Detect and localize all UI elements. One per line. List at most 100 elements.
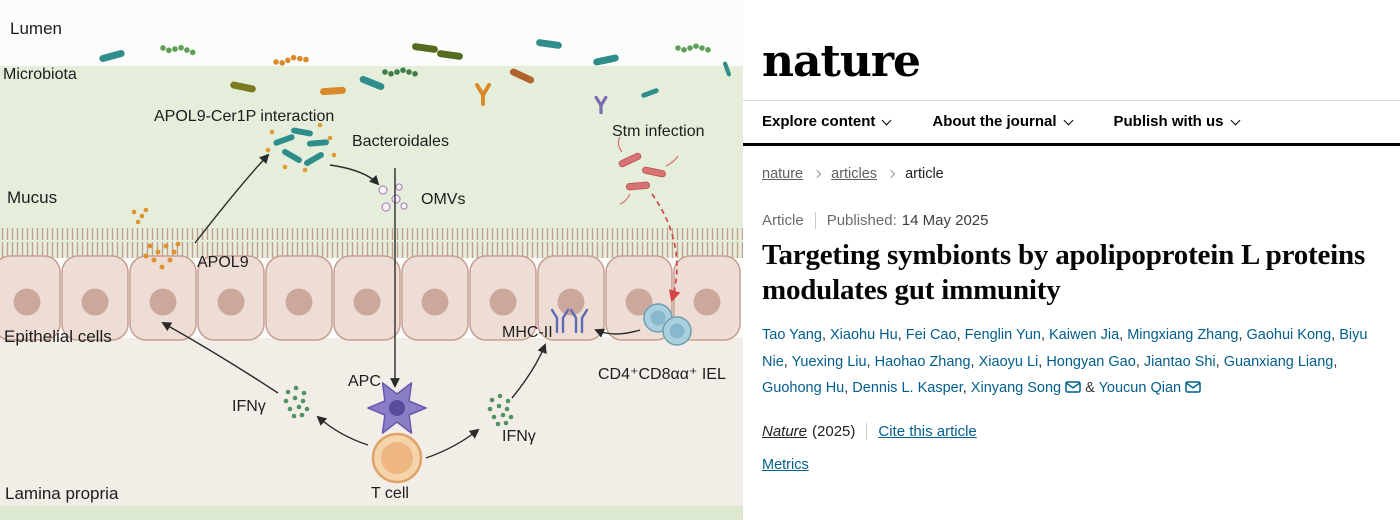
label-epithelial-cells: Epithelial cells <box>4 327 112 346</box>
label-omvs: OMVs <box>421 191 466 208</box>
author-link[interactable]: Fei Cao <box>905 326 957 343</box>
article-meta: Article Published: 14 May 2025 <box>762 212 1376 229</box>
label-ifng-right: IFNγ <box>502 428 536 445</box>
email-icon[interactable] <box>1065 381 1081 394</box>
nav-label: Publish with us <box>1113 113 1224 130</box>
label-lamina-propria: Lamina propria <box>5 484 119 503</box>
nav-publish-with-us[interactable]: Publish with us <box>1113 113 1240 130</box>
nav-label: About the journal <box>932 113 1057 130</box>
breadcrumb-article: article <box>905 166 944 182</box>
iel-cells <box>643 303 692 346</box>
author-separator: , <box>866 353 875 370</box>
author-separator: , <box>970 353 979 370</box>
author-link[interactable]: Haohao Zhang <box>874 353 971 370</box>
nav-divider <box>743 143 1400 146</box>
label-bacteroidales: Bacteroidales <box>352 133 449 150</box>
author-list: Tao Yang, Xiaohu Hu, Fei Cao, Fenglin Yu… <box>762 322 1376 402</box>
author-separator: , <box>1135 353 1144 370</box>
pathway-arrows <box>161 153 641 459</box>
label-microbiota: Microbiota <box>3 66 77 83</box>
ifng-dots-right <box>487 393 514 427</box>
chevron-right-icon <box>886 169 896 179</box>
breadcrumb: nature articles article <box>762 166 1376 182</box>
metrics-link[interactable]: Metrics <box>762 457 809 474</box>
author-link[interactable]: Youcun Qian <box>1098 380 1182 397</box>
author-separator: , <box>821 326 830 343</box>
mhc2-receptor-icons <box>550 308 589 334</box>
label-apc: APC <box>348 373 381 390</box>
apol9-dots <box>131 207 181 270</box>
chevron-down-icon <box>1230 115 1240 125</box>
author-link[interactable]: Guanxiang Liang <box>1223 353 1334 370</box>
author-separator: , <box>1331 326 1340 343</box>
nav-about-journal[interactable]: About the journal <box>932 113 1073 130</box>
author-link[interactable]: Biyu Nie <box>762 326 1368 370</box>
header-divider <box>743 100 1400 101</box>
author-separator: & <box>1081 380 1099 397</box>
published-date: 14 May 2025 <box>901 212 989 229</box>
nav-label: Explore content <box>762 113 876 130</box>
author-link[interactable]: Xiaoyu Li <box>978 353 1039 370</box>
epithelial-nuclei <box>13 288 721 316</box>
nav-explore-content[interactable]: Explore content <box>762 113 892 130</box>
author-link[interactable]: Gaohui Kong <box>1246 326 1332 343</box>
figure-illustration <box>0 38 743 520</box>
label-stm-infection: Stm infection <box>612 123 705 140</box>
breadcrumb-articles[interactable]: articles <box>831 166 878 182</box>
author-separator: , <box>956 326 965 343</box>
citation-divider <box>866 423 868 441</box>
publication-year: (2025) <box>812 423 856 441</box>
article-page: nature Explore content About the journal… <box>743 0 1400 520</box>
author-link[interactable]: Yuexing Liu <box>791 353 867 370</box>
stm-infection-arrow <box>651 193 681 303</box>
article-title: Targeting symbionts by apolipoprotein L … <box>762 239 1366 307</box>
author-link[interactable]: Hongyan Gao <box>1046 353 1136 370</box>
chevron-down-icon <box>1063 115 1073 125</box>
author-link[interactable]: Fenglin Yun <box>964 326 1041 343</box>
published-label: Published: <box>826 212 897 229</box>
label-mucus: Mucus <box>7 188 58 207</box>
meta-divider <box>814 212 816 229</box>
citation-row: Nature (2025) Cite this article <box>762 423 1376 441</box>
apc-cell <box>367 382 427 434</box>
author-link[interactable]: Kaiwen Jia <box>1049 326 1120 343</box>
chevron-down-icon <box>881 115 892 125</box>
article-content: nature articles article Article Publishe… <box>743 146 1400 473</box>
author-separator: , <box>1238 326 1247 343</box>
label-apol9: APOL9 <box>197 254 249 271</box>
chevron-right-icon <box>812 169 822 179</box>
author-separator: , <box>1038 353 1047 370</box>
author-separator: , <box>962 380 971 397</box>
label-ifng-left: IFNγ <box>232 398 266 415</box>
article-type: Article <box>762 212 804 229</box>
omv-vesicles <box>378 183 408 212</box>
main-nav: Explore content About the journal Publis… <box>743 101 1400 143</box>
author-separator: , <box>844 380 853 397</box>
breadcrumb-nature[interactable]: nature <box>762 166 804 182</box>
author-link[interactable]: Xinyang Song <box>970 380 1062 397</box>
metrics-row: Metrics <box>762 457 1376 473</box>
author-separator: , <box>897 326 906 343</box>
bacteroidales-cluster <box>265 122 337 173</box>
label-mhc2: MHC-II <box>502 324 553 341</box>
label-lumen: Lumen <box>10 19 62 38</box>
journal-link[interactable]: Nature <box>762 423 808 441</box>
author-link[interactable]: Guohong Hu <box>762 380 845 397</box>
stm-bacteria <box>617 136 679 205</box>
ifng-dots-left <box>283 385 310 419</box>
author-link[interactable]: Dennis L. Kasper <box>852 380 963 397</box>
email-icon[interactable] <box>1185 381 1201 394</box>
nature-logo[interactable]: nature <box>762 36 921 87</box>
t-cell <box>371 432 423 484</box>
author-link[interactable]: Mingxiang Zhang <box>1127 326 1239 343</box>
label-apol9-cer1p: APOL9-Cer1P interaction <box>154 108 335 125</box>
label-t-cell: T cell <box>371 485 409 502</box>
author-separator: , <box>783 353 792 370</box>
author-link[interactable]: Jiantao Shi <box>1143 353 1216 370</box>
author-link[interactable]: Tao Yang <box>762 326 822 343</box>
cite-article-link[interactable]: Cite this article <box>878 423 977 441</box>
article-figure: Lumen Microbiota APOL9-Cer1P interaction… <box>0 19 743 520</box>
author-link[interactable]: Xiaohu Hu <box>830 326 898 343</box>
author-separator: , <box>1333 353 1338 370</box>
